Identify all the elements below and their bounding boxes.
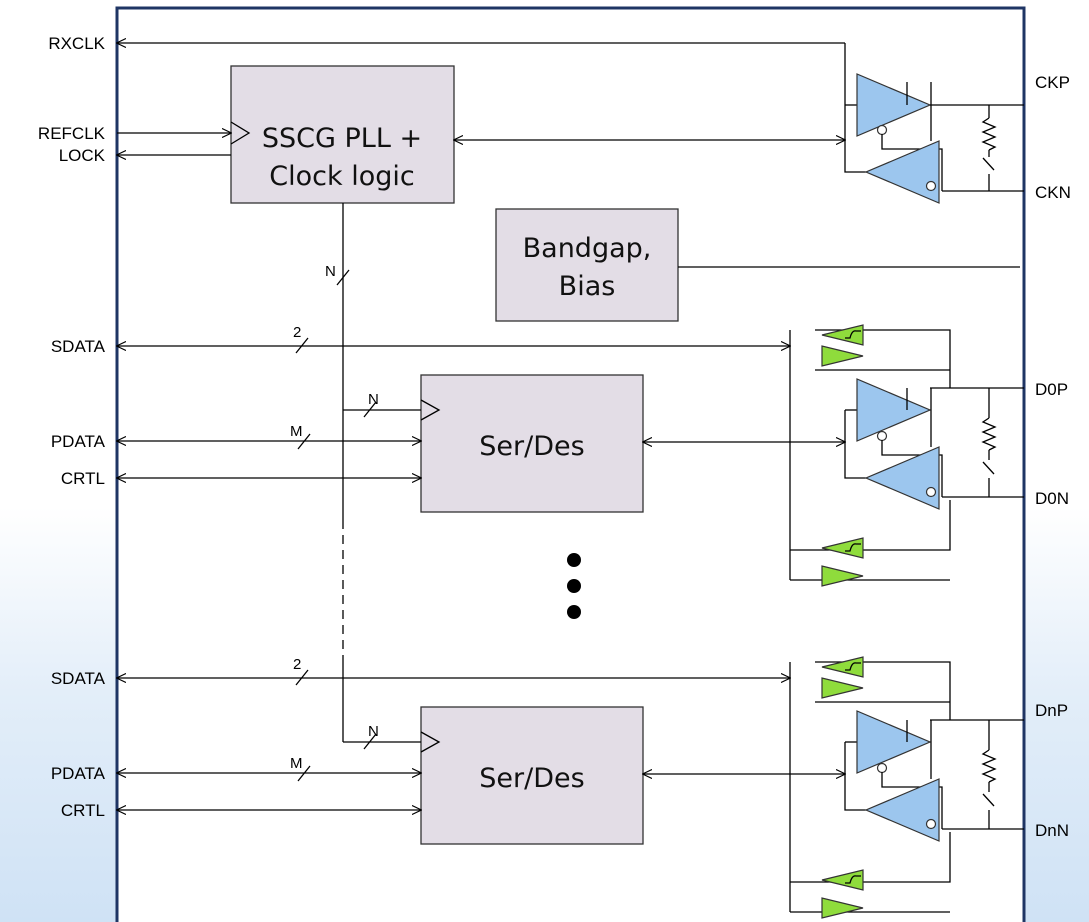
lane-0-sdata-buffer-bottom: [821, 537, 864, 587]
pll-clock-input-marker: [230, 121, 251, 145]
pin-dnp: DnP: [1035, 701, 1068, 720]
lane-n-io-cell: [789, 656, 1024, 919]
pin-sdata-0: SDATA: [51, 337, 106, 356]
clock-tx-buffer: [864, 140, 940, 204]
lane-n-sdata-buffer-top: [821, 656, 864, 699]
clock-termination-resistor: [981, 117, 997, 151]
pin-lock: LOCK: [59, 146, 106, 165]
bandgap-section: Bandgap, Bias: [495, 208, 1020, 322]
pdata-0-width: M: [290, 423, 303, 440]
clock-io-cell: [844, 43, 1024, 204]
lane-0-tx-buffer: [864, 446, 940, 510]
clock-bus: N: [325, 203, 350, 742]
pin-rxclk: RXCLK: [48, 34, 105, 53]
lane-0-termination-resistor: [981, 417, 997, 451]
pin-pdata-n: PDATA: [51, 764, 106, 783]
bandgap-block: [495, 208, 679, 322]
lane-0-rx-buffer: [856, 378, 932, 442]
pin-pdata-0: PDATA: [51, 432, 106, 451]
pin-refclk: REFCLK: [38, 124, 106, 143]
pdata-n-width: M: [290, 755, 303, 772]
pin-d0p: D0P: [1035, 380, 1068, 399]
lane-n-clock-bus-width: N: [368, 723, 379, 740]
lane-n-tx-buffer: [864, 778, 940, 842]
lane-n-rx-buffer: [856, 710, 932, 774]
lane-n-sdata-buffer-bottom: [821, 869, 864, 919]
sdata-n-width: 2: [293, 656, 301, 673]
pll-block: [230, 65, 455, 204]
serdes-0-label: Ser/Des: [479, 431, 584, 462]
lane-n-termination-switch: [982, 793, 995, 807]
pin-crtl-0: CRTL: [61, 469, 105, 488]
lane-ellipsis: [567, 553, 581, 619]
lane-0-io-cell: [789, 324, 1024, 587]
clock-bus-width-tick: [336, 269, 350, 286]
serdes-n-block: [420, 706, 644, 845]
lane-0: Ser/Des N SDATA 2 PDATA M CRTL: [51, 324, 1069, 587]
pin-crtl-n: CRTL: [61, 801, 105, 820]
clock-termination-switch: [982, 157, 995, 171]
pll-label-line1: SSCG PLL +: [262, 123, 422, 154]
clock-section: SSCG PLL + Clock logic RXCLK REFCLK LOCK: [38, 34, 1071, 204]
serdes-n-label: Ser/Des: [479, 763, 584, 794]
sdata-0-width: 2: [293, 324, 301, 341]
pin-ckp: CKP: [1035, 73, 1070, 92]
pin-ckn: CKN: [1035, 183, 1071, 202]
pin-dnn: DnN: [1035, 821, 1069, 840]
bandgap-label-line1: Bandgap,: [523, 233, 652, 264]
lane-n-termination-resistor: [981, 749, 997, 783]
lane-0-termination-switch: [982, 461, 995, 475]
pin-d0n: D0N: [1035, 489, 1069, 508]
pin-sdata-n: SDATA: [51, 669, 106, 688]
clock-bus-width: N: [325, 263, 336, 280]
lane0-clock-bus-width: N: [368, 391, 379, 408]
bandgap-label-line2: Bias: [559, 271, 616, 302]
lane-0-sdata-buffer-top: [821, 324, 864, 367]
lane-n: Ser/Des N SDATA 2 PDATA M CRTL: [51, 656, 1069, 919]
clock-rx-buffer: [856, 73, 932, 137]
pll-label-line2: Clock logic: [269, 161, 414, 192]
